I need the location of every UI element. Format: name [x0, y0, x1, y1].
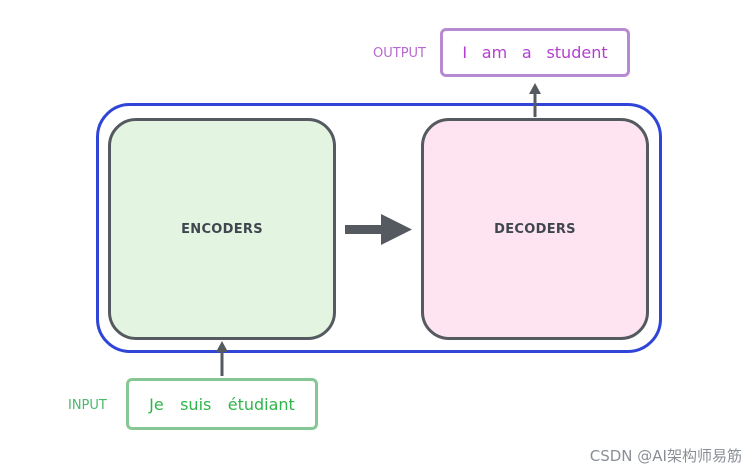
input-label: INPUT	[68, 398, 107, 413]
output-token: a	[521, 43, 532, 62]
decoders-label: DECODERS	[494, 221, 576, 237]
input-token: Je	[149, 394, 164, 414]
input-token: étudiant	[227, 394, 295, 414]
decoders-block: DECODERS	[421, 118, 649, 340]
input-sequence-box: Je suis étudiant	[126, 378, 318, 430]
output-token: I	[462, 43, 468, 62]
encoder-to-decoder-arrow	[345, 214, 412, 245]
output-sequence-box: I am a student	[440, 28, 630, 77]
encoders-block: ENCODERS	[108, 118, 336, 340]
input-to-encoder-arrow	[216, 341, 228, 376]
output-label: OUTPUT	[373, 46, 426, 61]
input-token: suis	[180, 394, 212, 414]
output-token: am	[481, 43, 508, 62]
decoder-to-output-arrow	[529, 83, 541, 117]
model-boundary	[96, 103, 662, 353]
watermark: CSDN @AI架构师易筋	[589, 447, 742, 465]
output-token: student	[546, 43, 608, 62]
encoders-label: ENCODERS	[181, 221, 263, 237]
